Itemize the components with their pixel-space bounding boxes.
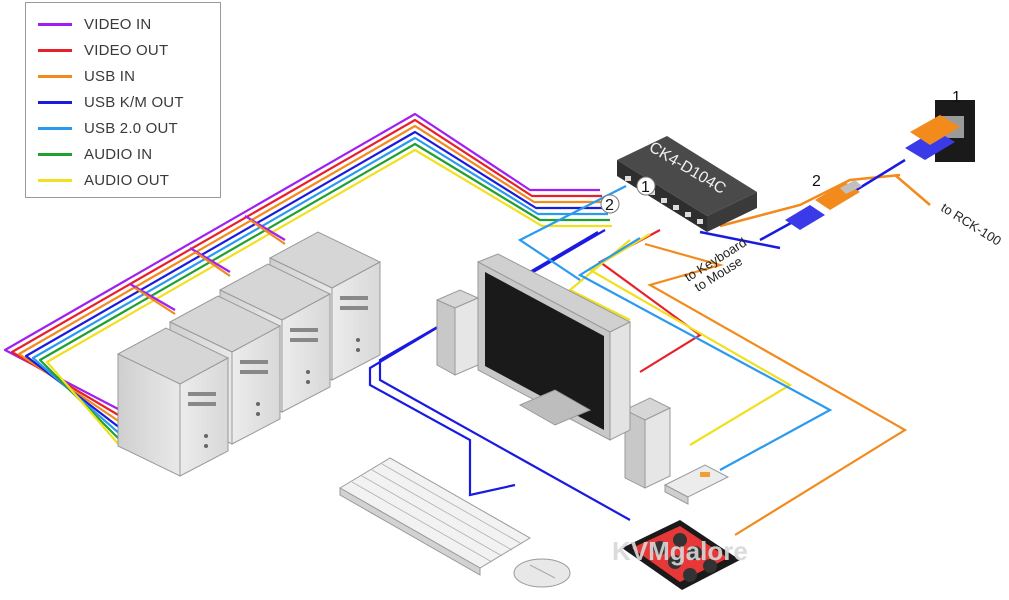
computer-tower-1 xyxy=(116,327,230,477)
legend-swatch xyxy=(38,152,72,156)
cable-bundle xyxy=(3,112,612,447)
usb-connector-rck xyxy=(905,100,975,162)
console-cables xyxy=(368,185,908,536)
legend-label: VIDEO IN xyxy=(84,15,152,33)
legend-label: VIDEO OUT xyxy=(84,41,169,59)
legend-item-video-out: VIDEO OUT xyxy=(38,40,168,60)
legend-item-audio-out: AUDIO OUT xyxy=(38,170,169,190)
speaker-right xyxy=(623,397,672,489)
svg-text:2: 2 xyxy=(605,197,614,214)
legend-swatch xyxy=(38,100,72,104)
callout-2-connector: 2 xyxy=(812,173,821,190)
callout-1-device: 1 xyxy=(636,176,656,196)
legend-label: USB IN xyxy=(84,67,136,85)
watermark: KVMgalore xyxy=(612,536,748,566)
legend-label: AUDIO IN xyxy=(84,145,153,163)
usb-hub xyxy=(663,464,730,505)
kvm-device: CK4-D104C xyxy=(617,136,757,232)
usb-connector-keyboard xyxy=(785,180,862,230)
cable-audio-in xyxy=(38,142,610,441)
legend-swatch xyxy=(38,74,72,78)
callout-2-device: 2 xyxy=(600,194,620,214)
remote-keypad xyxy=(622,520,740,590)
keyboard xyxy=(339,457,531,576)
legend-swatch xyxy=(38,126,72,130)
speaker-left xyxy=(435,289,480,376)
svg-text:2: 2 xyxy=(812,173,821,190)
legend-item-video-in: VIDEO IN xyxy=(38,14,151,34)
legend-label: USB 2.0 OUT xyxy=(84,119,178,137)
mouse xyxy=(513,558,571,588)
legend-label: AUDIO OUT xyxy=(84,171,170,189)
legend-swatch xyxy=(38,48,72,52)
legend: VIDEO IN VIDEO OUT USB IN USB K/M OUT US… xyxy=(25,2,221,198)
legend-swatch xyxy=(38,178,72,182)
legend-item-usb-km-out: USB K/M OUT xyxy=(38,92,184,112)
cable-audio-out xyxy=(45,148,612,447)
legend-item-usb-in: USB IN xyxy=(38,66,135,86)
svg-text:1: 1 xyxy=(641,179,650,196)
callout-1-connector: 1 xyxy=(952,89,961,106)
legend-swatch xyxy=(38,22,72,26)
legend-label: USB K/M OUT xyxy=(84,93,184,111)
monitor xyxy=(476,253,632,441)
legend-item-audio-in: AUDIO IN xyxy=(38,144,152,164)
legend-item-usb2-out: USB 2.0 OUT xyxy=(38,118,178,138)
label-to-rck: to RCK-100 xyxy=(938,200,1004,249)
svg-text:1: 1 xyxy=(952,89,961,106)
